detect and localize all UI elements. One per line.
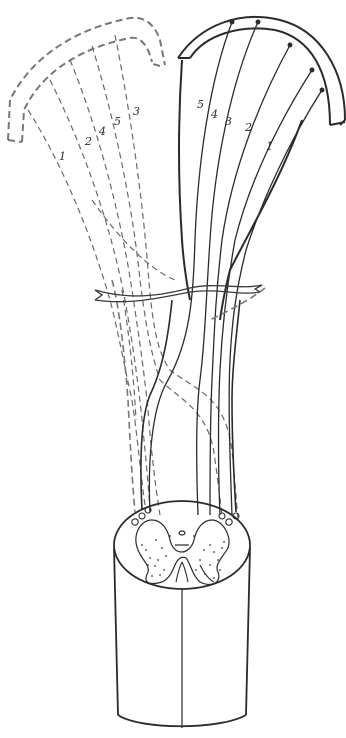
trunk-dashed-outline (112, 280, 265, 512)
left-label-5: 5 (114, 115, 121, 128)
right-label-2: 2 (244, 121, 252, 134)
right-label-3: 3 (225, 115, 232, 128)
right-label-4: 4 (210, 108, 218, 121)
left-dashed-fan (8, 18, 165, 142)
right-fibre-4 (197, 22, 258, 515)
right-solid-fibres (149, 20, 323, 515)
grey-matter (136, 520, 229, 584)
left-fan-labels: 1 2 4 5 3 (59, 105, 140, 163)
right-label-5: 5 (197, 98, 204, 111)
right-label-1: 1 (266, 140, 273, 153)
left-fibre-3 (70, 60, 160, 515)
left-label-4: 4 (98, 125, 106, 138)
left-label-1: 1 (59, 150, 66, 163)
left-fibre-2 (50, 80, 150, 510)
left-fibre-1 (28, 110, 145, 505)
right-fan-labels: 5 4 3 2 1 (197, 98, 273, 153)
right-solid-fan (178, 17, 345, 320)
left-label-3: 3 (133, 105, 140, 118)
right-fibre-3 (210, 45, 290, 515)
left-label-2: 2 (84, 135, 92, 148)
